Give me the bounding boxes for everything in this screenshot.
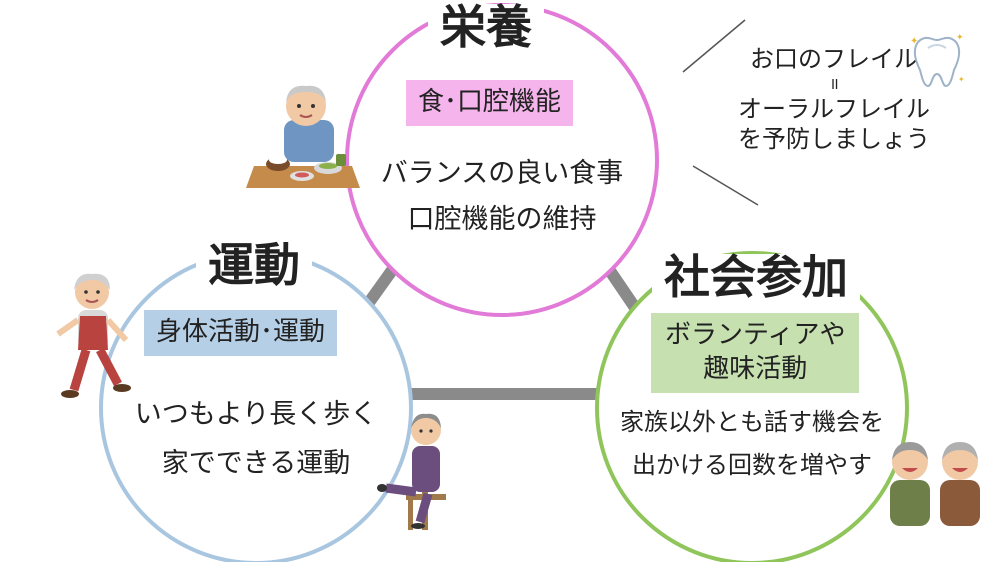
elderly-walking-illustration xyxy=(56,273,131,398)
svg-text:✦: ✦ xyxy=(958,75,965,84)
nutrition-line-2: 口腔機能の維持 xyxy=(407,204,597,235)
elderly-chair-exercise-illustration xyxy=(377,413,446,530)
social-box-line-1: ボランティアや xyxy=(665,320,846,350)
note-line-1: お口のフレイル xyxy=(750,45,918,73)
note-line-2: ॥ xyxy=(829,74,839,93)
note-line-top xyxy=(682,19,746,73)
nutrition-title: 栄養 xyxy=(428,4,544,50)
social-box: ボランティアや 趣味活動 xyxy=(651,313,860,393)
note-line-4: を予防しましょう xyxy=(738,125,930,153)
svg-text:✦: ✦ xyxy=(956,33,964,43)
social-line-1: 家族以外とも話す機会を xyxy=(620,408,884,436)
nutrition-line-1: バランスの良い食事 xyxy=(380,158,624,189)
exercise-line-2: 家でできる運動 xyxy=(161,448,351,479)
social-line-2: 出かける回数を増やす xyxy=(632,451,872,479)
social-title: 社会参加 xyxy=(652,254,860,300)
svg-text:✦: ✦ xyxy=(910,36,918,47)
exercise-title: 運動 xyxy=(196,242,312,288)
nutrition-box: 食･口腔機能 xyxy=(406,80,574,126)
tooth-icon: ✦ ✦ ✦ xyxy=(910,33,965,88)
note-line-bottom xyxy=(692,165,759,206)
exercise-line-1: いつもより長く歩く xyxy=(134,399,378,430)
exercise-box: 身体活動･運動 xyxy=(144,310,338,356)
social-box-line-2: 趣味活動 xyxy=(703,353,808,384)
note-line-3: オーラルフレイル xyxy=(738,95,930,123)
elderly-eating-illustration xyxy=(246,85,360,188)
elderly-couple-illustration xyxy=(890,442,980,526)
oral-frailty-note: お口のフレイル ॥ オーラルフレイル を予防しましょう xyxy=(738,44,930,154)
